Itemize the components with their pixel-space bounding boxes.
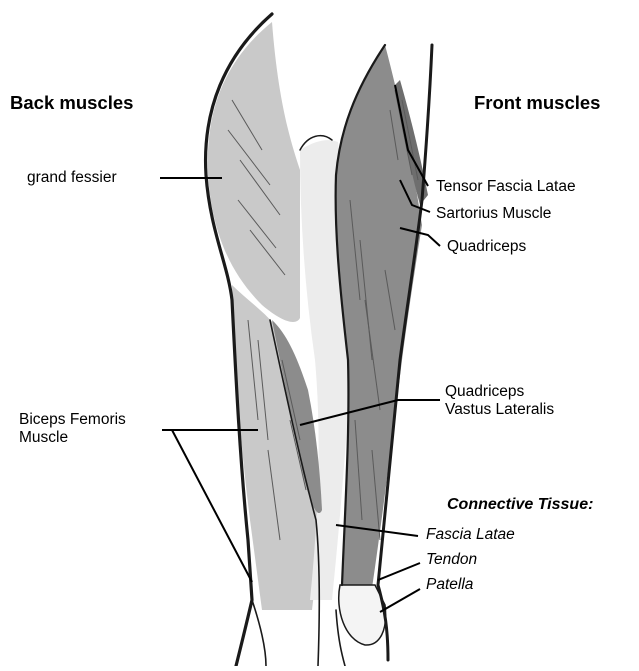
tendon-leader bbox=[378, 563, 420, 580]
quadriceps-label: Quadriceps bbox=[447, 238, 526, 256]
patella-label: Patella bbox=[426, 576, 473, 594]
back-muscles-heading: Back muscles bbox=[10, 92, 133, 114]
biceps-label-line2: Muscle bbox=[19, 429, 126, 447]
biceps-label-line1: Biceps Femoris bbox=[19, 411, 126, 429]
connective-tissue-heading: Connective Tissue: bbox=[447, 496, 593, 514]
vastus-label-line2: Vastus Lateralis bbox=[445, 401, 554, 419]
gluteus-maximus-shape bbox=[208, 22, 300, 322]
patella-leader bbox=[380, 589, 420, 612]
biceps-femoris-label: Biceps Femoris Muscle bbox=[19, 411, 126, 447]
fascia-latae-label: Fascia Latae bbox=[426, 526, 515, 544]
tendon-label: Tendon bbox=[426, 551, 477, 569]
sartorius-muscle-label: Sartorius Muscle bbox=[436, 205, 551, 223]
vastus-lateralis-label: Quadriceps Vastus Lateralis bbox=[445, 383, 554, 419]
front-muscles-heading: Front muscles bbox=[474, 92, 600, 114]
tensor-fascia-latae-label: Tensor Fascia Latae bbox=[436, 178, 576, 196]
grand-fessier-label: grand fessier bbox=[27, 169, 117, 187]
patella-shape bbox=[339, 585, 386, 645]
vastus-label-line1: Quadriceps bbox=[445, 383, 554, 401]
